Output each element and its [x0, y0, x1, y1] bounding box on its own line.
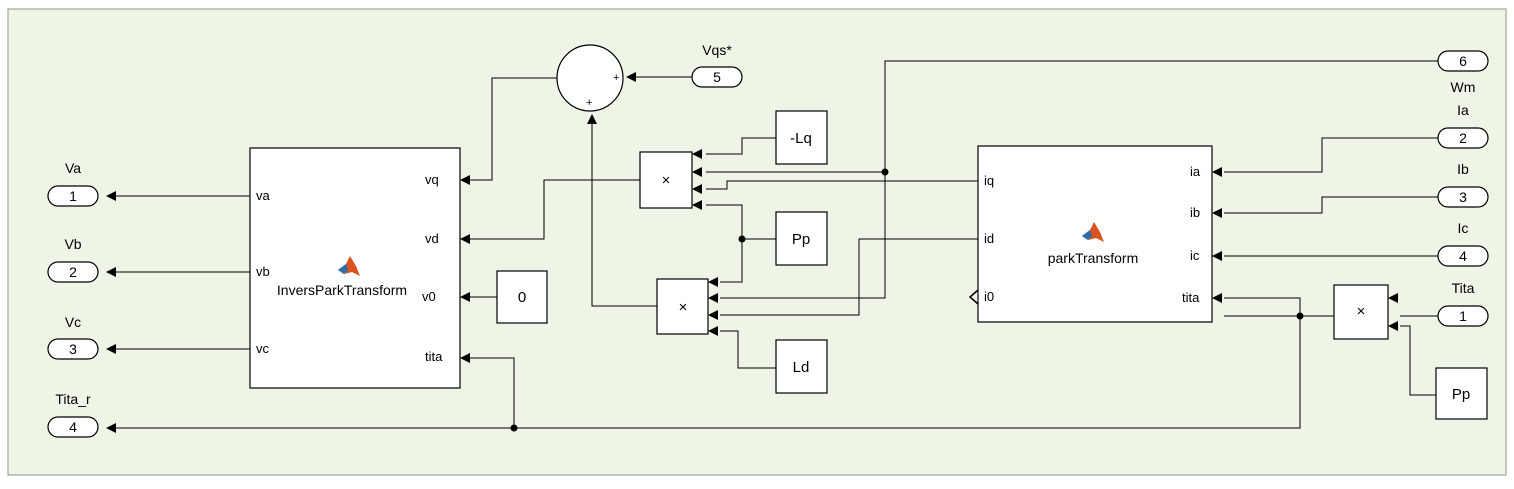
- port-label: id: [984, 231, 994, 246]
- constant-neg-lq-block[interactable]: -Lq: [775, 110, 828, 165]
- port-name: Tita_r: [55, 391, 91, 407]
- svg-text:2: 2: [1459, 130, 1467, 146]
- inport-wm[interactable]: 6 Wm: [1437, 50, 1489, 95]
- arrowheads: [106, 72, 1398, 433]
- svg-text:3: 3: [69, 341, 77, 357]
- port-name: Tita: [1452, 280, 1475, 296]
- branch-point: [881, 168, 889, 176]
- product-block-3[interactable]: ×: [1333, 284, 1389, 340]
- outport-vb[interactable]: 2 Vb: [47, 236, 99, 283]
- outport-tita-r[interactable]: 4 Tita_r: [47, 391, 99, 438]
- port-name: Wm: [1451, 79, 1476, 95]
- svg-text:3: 3: [1459, 189, 1467, 205]
- product-symbol: ×: [679, 299, 688, 316]
- port-name: Ib: [1457, 161, 1469, 177]
- product-symbol: ×: [1357, 303, 1366, 320]
- svg-text:4: 4: [1459, 248, 1467, 264]
- inport-tita[interactable]: 1 Tita: [1437, 280, 1489, 327]
- port-label: vd: [425, 231, 439, 246]
- port-label: va: [256, 188, 271, 203]
- constant-value: Pp: [792, 231, 810, 248]
- outport-vc[interactable]: 3 Vc: [47, 314, 99, 360]
- port-label: ia: [1190, 164, 1201, 179]
- block-name: InversParkTransform: [277, 282, 407, 298]
- svg-text:4: 4: [69, 419, 77, 435]
- signal-lines: [116, 60, 1438, 429]
- park-transform-block[interactable]: iq id i0 ia ib ic tita parkTransform: [968, 145, 1213, 323]
- constant-zero-block[interactable]: 0: [496, 270, 548, 324]
- svg-text:6: 6: [1459, 53, 1467, 69]
- port-name: Vqs*: [702, 42, 732, 58]
- constant-pp-right-block[interactable]: Pp: [1435, 367, 1488, 420]
- port-name: Ia: [1457, 102, 1469, 118]
- branch-point: [1296, 312, 1304, 320]
- sum-block[interactable]: + +: [556, 44, 624, 112]
- product-symbol: ×: [662, 172, 671, 189]
- block-name: parkTransform: [1048, 250, 1139, 266]
- trigger-port-icon: [968, 289, 979, 305]
- branch-point: [510, 424, 518, 432]
- inport-ic[interactable]: 4 Ic: [1437, 220, 1489, 267]
- port-label: tita: [425, 349, 443, 364]
- sum-sign: +: [586, 97, 592, 109]
- svg-text:5: 5: [713, 69, 721, 85]
- constant-value: -Lq: [790, 130, 812, 147]
- svg-text:2: 2: [69, 264, 77, 280]
- port-label: vb: [256, 264, 270, 279]
- port-name: Vb: [64, 236, 81, 252]
- port-label: vq: [425, 172, 439, 187]
- port-label: v0: [422, 289, 436, 304]
- sum-sign: +: [613, 72, 619, 84]
- inport-vqs[interactable]: 5 Vqs*: [691, 42, 743, 88]
- svg-text:1: 1: [1459, 308, 1467, 324]
- svg-text:1: 1: [69, 188, 77, 204]
- product-block-1[interactable]: ×: [639, 151, 693, 209]
- constant-ld-block[interactable]: Ld: [775, 339, 828, 394]
- constant-value: Ld: [793, 359, 810, 376]
- inport-ia[interactable]: 2 Ia: [1437, 102, 1489, 149]
- port-name: Vc: [65, 314, 81, 330]
- constant-pp-block[interactable]: Pp: [775, 211, 828, 266]
- port-name: Ic: [1458, 220, 1469, 236]
- constant-value: Pp: [1452, 386, 1470, 403]
- product-block-2[interactable]: ×: [656, 278, 709, 335]
- subsystem-area: [7, 8, 1507, 476]
- port-label: vc: [256, 341, 270, 356]
- port-label: i0: [984, 289, 994, 304]
- port-label: ib: [1190, 205, 1200, 220]
- inport-ib[interactable]: 3 Ib: [1437, 161, 1489, 208]
- branch-point: [738, 235, 746, 243]
- port-label: iq: [984, 173, 994, 188]
- port-name: Va: [65, 160, 81, 176]
- inverse-park-block[interactable]: va vb v0 vc tita vq vd InversParkTransfo…: [249, 147, 461, 389]
- constant-value: 0: [518, 289, 526, 306]
- port-label: ic: [1190, 248, 1200, 263]
- outport-va[interactable]: 1 Va: [47, 160, 99, 207]
- port-label: tita: [1182, 290, 1200, 305]
